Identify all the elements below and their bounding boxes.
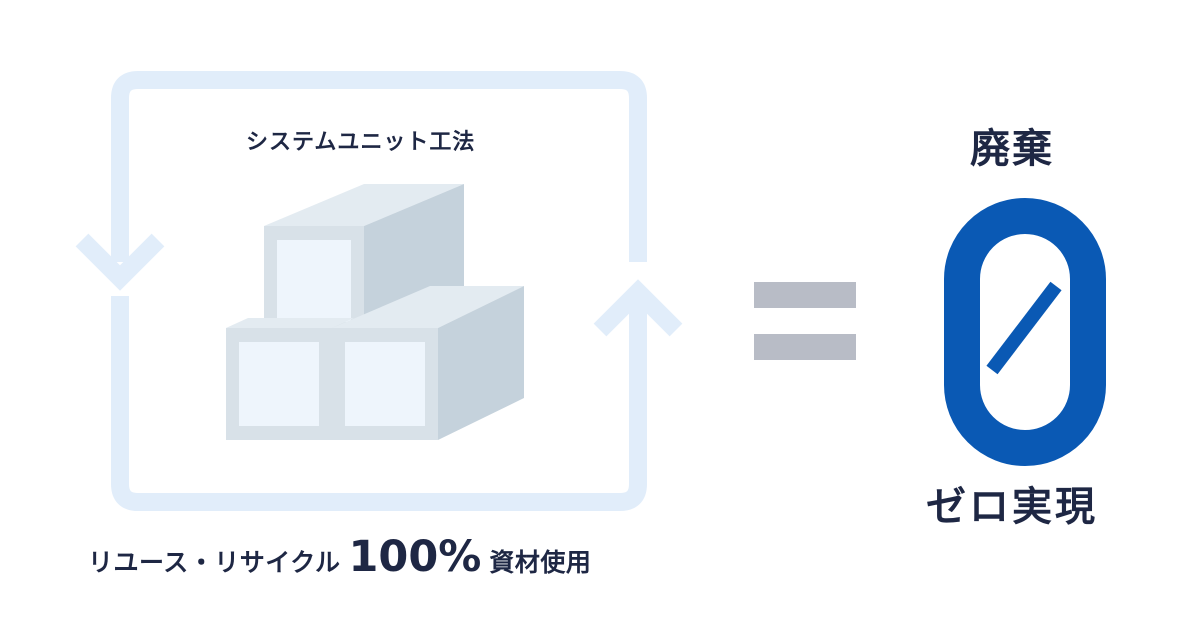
zero-outline	[944, 198, 1106, 466]
equals-bottom-bar	[754, 334, 856, 360]
zero-slash	[986, 281, 1062, 375]
zero-achieved-label: ゼロ実現	[926, 484, 1098, 530]
bottom-right-box-top-face	[332, 286, 524, 328]
up-arrow-icon	[593, 279, 683, 337]
waste-label: 廃棄	[970, 126, 1054, 172]
top-box-top-face	[264, 184, 464, 226]
unit-boxes-illustration	[226, 184, 524, 440]
down-arrow-icon	[75, 233, 165, 291]
bottom-left-box-opening	[239, 342, 319, 426]
caption-percent: 100%	[348, 532, 482, 582]
big-zero-digit	[944, 198, 1106, 466]
equals-sign	[754, 282, 856, 360]
bottom-left-box-top-face	[226, 318, 354, 328]
cycle-frame-upper	[111, 71, 647, 262]
caption-prefix: リユース・リサイクル	[88, 548, 341, 577]
cycle-frame-lower	[111, 296, 647, 511]
bottom-right-box-side-face	[438, 286, 524, 440]
system-unit-method-label: システムユニット工法	[246, 130, 476, 155]
equals-top-bar	[754, 282, 856, 308]
recycle-cycle-frame	[75, 71, 683, 511]
top-box-opening	[277, 240, 351, 322]
caption-suffix: 資材使用	[489, 548, 592, 577]
reuse-recycle-caption: リユース・リサイクル 100% 資材使用	[88, 532, 591, 588]
bottom-right-box-opening	[345, 342, 425, 426]
